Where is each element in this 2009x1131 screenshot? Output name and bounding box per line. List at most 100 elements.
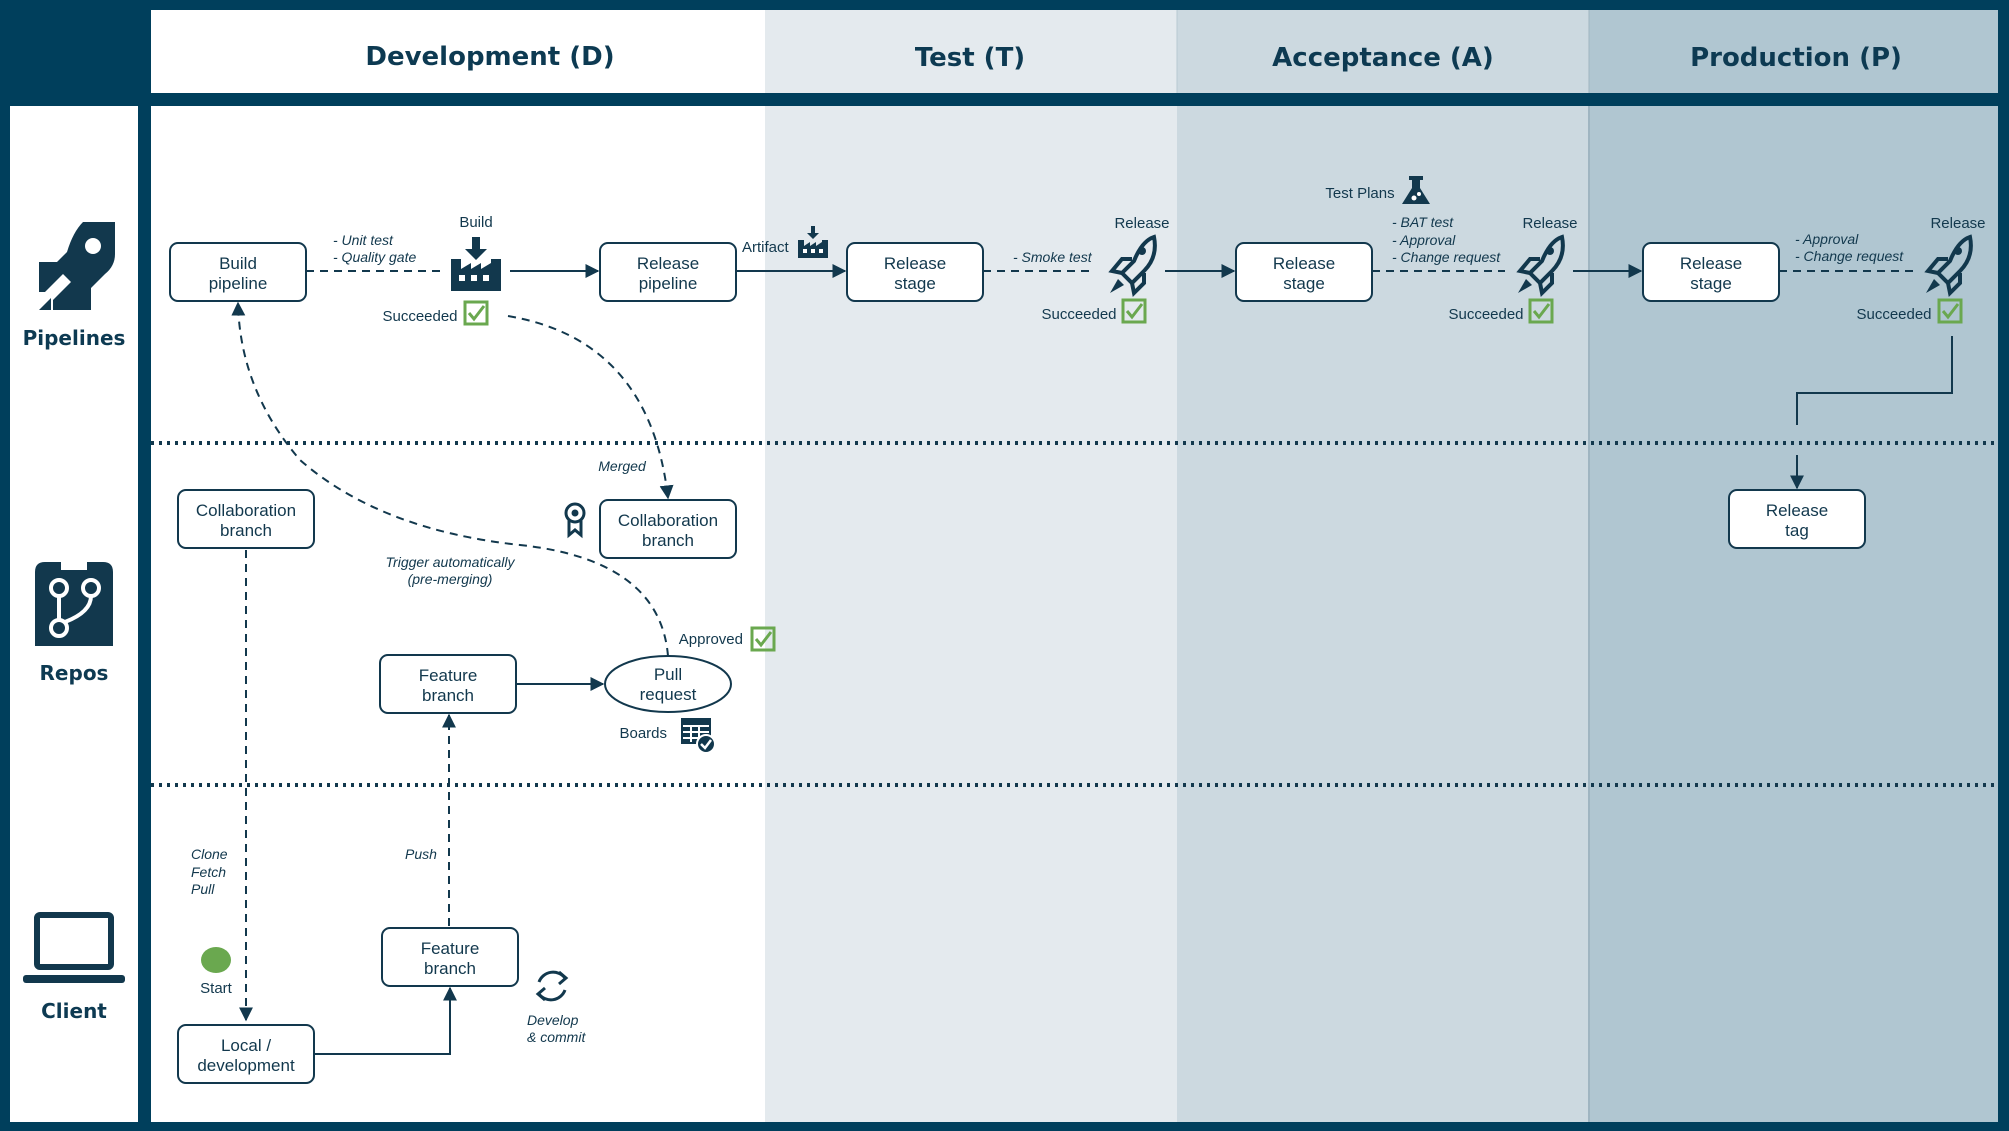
trigger-label-line1: Trigger automatically <box>386 554 516 570</box>
release-stage-production-node[interactable]: Release stage <box>1642 242 1780 302</box>
row-label-pipelines: Pipelines <box>23 326 126 350</box>
trigger-connector <box>231 301 669 657</box>
build-status-label: Succeeded <box>382 308 457 325</box>
bat-test-annotation: - BAT test <box>1392 214 1454 230</box>
local-to-feature-arrow <box>314 986 457 1055</box>
build-pipeline-node[interactable]: Build pipeline <box>169 242 307 302</box>
approval-prod-annotation: - Approval <box>1795 231 1859 247</box>
laptop-icon <box>23 912 125 983</box>
approved-label: Approved <box>679 631 743 648</box>
check-icon <box>750 626 776 652</box>
feature-branch-client-node[interactable]: Feature branch <box>381 927 519 987</box>
rocket-icon <box>39 222 115 310</box>
svg-text:Collaboration: Collaboration <box>618 511 718 530</box>
feature-branch-repo-node[interactable]: Feature branch <box>379 654 517 714</box>
collaboration-branch-left-node[interactable]: Collaboration branch <box>177 489 315 549</box>
svg-text:stage: stage <box>1283 274 1325 293</box>
boards-icon <box>681 718 716 754</box>
smoke-test-annotation: - Smoke test <box>1013 249 1093 265</box>
svg-text:development: development <box>197 1056 295 1075</box>
approval-acc-annotation: - Approval <box>1392 232 1456 248</box>
release-label-production: Release <box>1930 215 1985 232</box>
check-icon <box>463 300 489 326</box>
pull-request-node[interactable]: Pull request <box>604 655 732 713</box>
header-test-bg <box>765 10 1177 93</box>
svg-text:Release: Release <box>884 254 946 273</box>
artifact-label: Artifact <box>742 239 790 256</box>
release-stage-test-node[interactable]: Release stage <box>846 242 984 302</box>
svg-text:Collaboration: Collaboration <box>196 501 296 520</box>
factory-icon <box>451 237 501 291</box>
row-label-repos: Repos <box>40 661 109 685</box>
change-request-prod-annotation: - Change request <box>1795 248 1904 264</box>
column-header-production: Production (P) <box>1690 43 1902 73</box>
artifact-factory-icon <box>798 226 828 258</box>
row-label-client: Client <box>41 999 107 1023</box>
test-plans-label: Test Plans <box>1325 185 1394 202</box>
column-header-development: Development (D) <box>365 42 614 72</box>
rocket-icon <box>1516 234 1565 298</box>
column-header-acceptance: Acceptance (A) <box>1272 43 1494 73</box>
svg-text:stage: stage <box>1690 274 1732 293</box>
test-status-label: Succeeded <box>1041 306 1116 323</box>
merged-label: Merged <box>598 458 647 474</box>
acceptance-status-label: Succeeded <box>1448 306 1523 323</box>
svg-text:branch: branch <box>424 959 476 978</box>
rocket-icon <box>1924 234 1973 298</box>
rocket-icon <box>1108 234 1157 298</box>
ribbon-icon <box>564 502 586 539</box>
release-tag-node[interactable]: Release tag <box>1728 489 1866 549</box>
check-icon <box>1528 298 1554 324</box>
release-label-test: Release <box>1114 215 1169 232</box>
start-marker <box>201 947 231 973</box>
production-status-label: Succeeded <box>1856 306 1931 323</box>
svg-text:branch: branch <box>422 686 474 705</box>
column-header-test: Test (T) <box>915 43 1025 73</box>
svg-text:branch: branch <box>220 521 272 540</box>
check-icon <box>1937 298 1963 324</box>
svg-text:Release: Release <box>1273 254 1335 273</box>
check-icon <box>1121 298 1147 324</box>
release-pipeline-node[interactable]: Release pipeline <box>599 242 737 302</box>
svg-text:Release: Release <box>1766 501 1828 520</box>
svg-text:stage: stage <box>894 274 936 293</box>
flask-icon <box>1402 176 1430 204</box>
svg-text:Local /: Local / <box>221 1036 271 1055</box>
release-label-acceptance: Release <box>1522 215 1577 232</box>
start-label: Start <box>200 980 233 997</box>
push-label: Push <box>405 846 437 862</box>
fetch-label: Fetch <box>191 864 226 880</box>
local-development-node[interactable]: Local / development <box>177 1024 315 1084</box>
pull-label: Pull <box>191 881 215 897</box>
svg-text:request: request <box>640 685 697 704</box>
repo-icon <box>35 562 113 646</box>
merged-connector <box>507 315 674 500</box>
svg-text:Feature: Feature <box>419 666 478 685</box>
develop-label-line1: Develop <box>527 1012 579 1028</box>
svg-text:Release: Release <box>637 254 699 273</box>
header-production-bg <box>1589 10 1998 93</box>
svg-text:tag: tag <box>1785 521 1809 540</box>
trigger-label-line2: (pre-merging) <box>408 571 493 587</box>
change-request-acc-annotation: - Change request <box>1392 249 1501 265</box>
quality-gate-annotation: - Quality gate <box>333 249 416 265</box>
release-stage-acceptance-node[interactable]: Release stage <box>1235 242 1373 302</box>
svg-text:Pull: Pull <box>654 665 682 684</box>
boards-label: Boards <box>619 725 667 742</box>
svg-text:pipeline: pipeline <box>209 274 268 293</box>
svg-text:pipeline: pipeline <box>639 274 698 293</box>
svg-text:Feature: Feature <box>421 939 480 958</box>
production-to-tag-line <box>1796 336 1953 425</box>
header-development-bg <box>151 10 765 93</box>
clone-label: Clone <box>191 846 228 862</box>
build-label: Build <box>459 214 492 231</box>
svg-text:Release: Release <box>1680 254 1742 273</box>
svg-text:Build: Build <box>219 254 257 273</box>
collaboration-branch-right-node[interactable]: Collaboration branch <box>599 499 737 559</box>
svg-text:branch: branch <box>642 531 694 550</box>
header-acceptance-bg <box>1177 10 1589 93</box>
sync-icon <box>535 970 569 1002</box>
develop-label-line2: & commit <box>527 1029 586 1045</box>
unit-test-annotation: - Unit test <box>333 232 394 248</box>
